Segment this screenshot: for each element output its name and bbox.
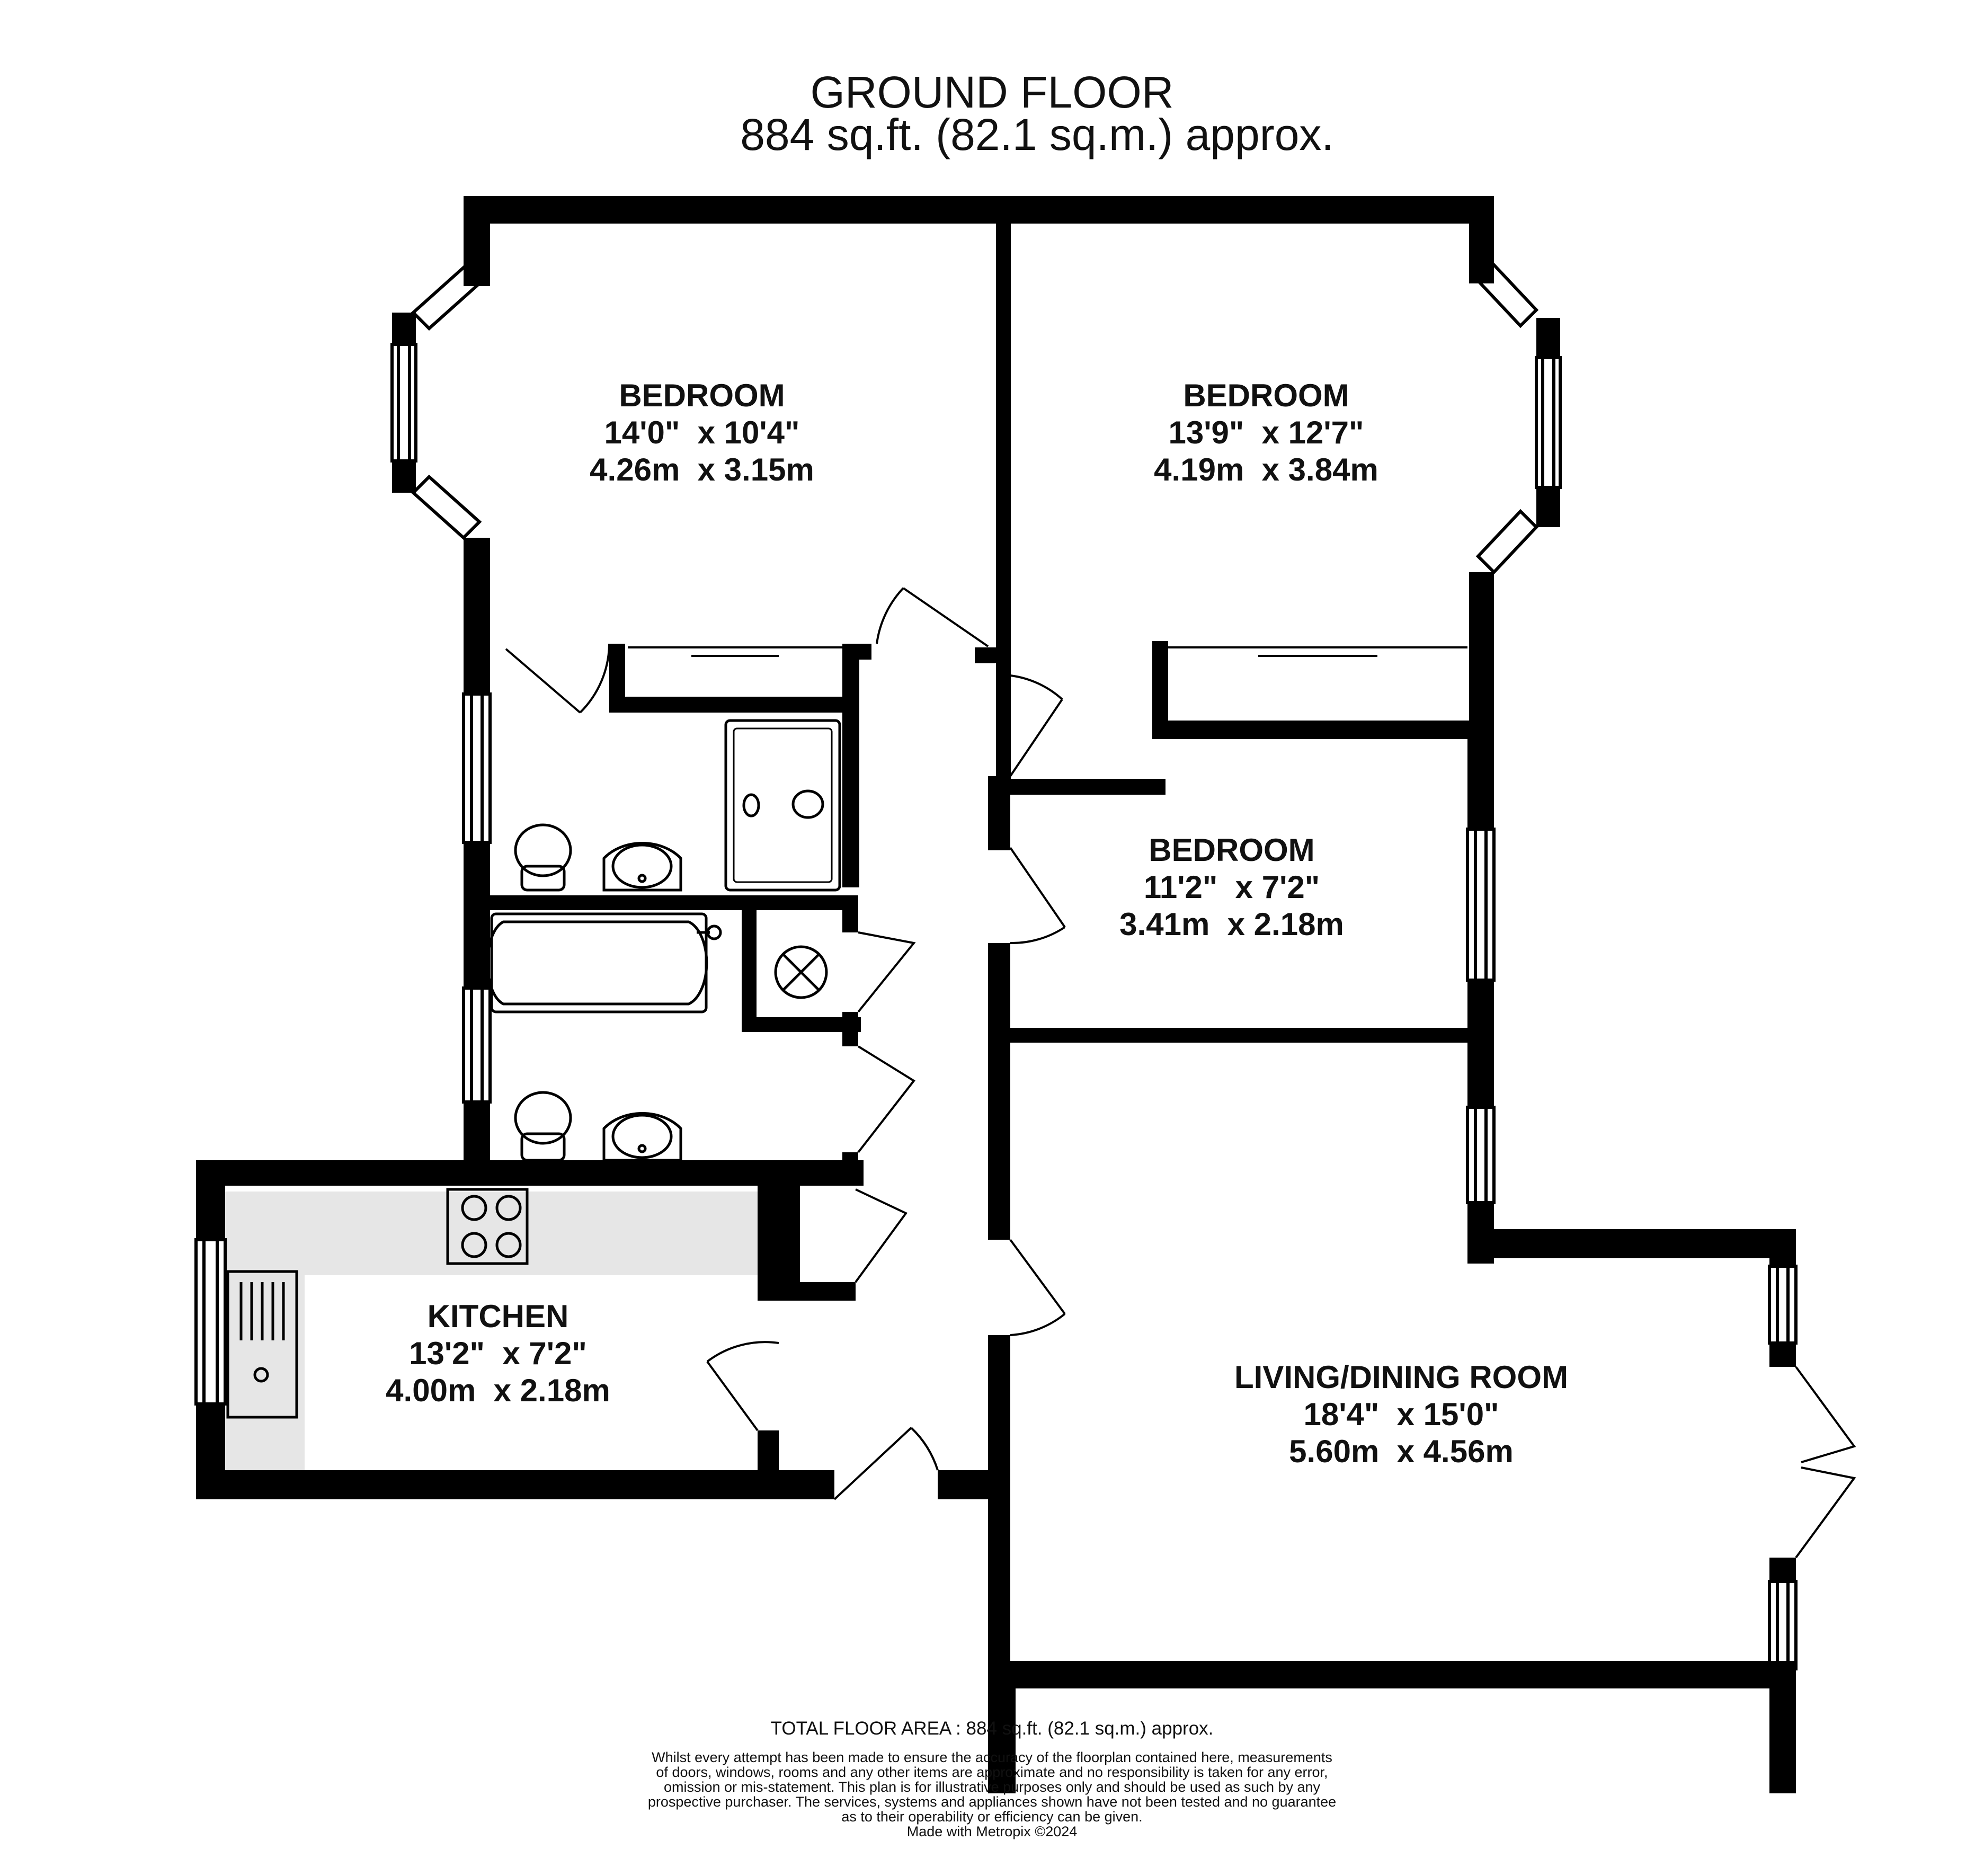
disclaimer-line: Whilst every attempt has been made to en…: [652, 1749, 1332, 1765]
disclaimer-line: prospective purchaser. The services, sys…: [647, 1794, 1337, 1810]
room-dim-imperial: 11'2" x 7'2": [1143, 869, 1320, 905]
window-living-right-lower: [1768, 1580, 1798, 1670]
wardrobe-lines: [628, 646, 1467, 657]
floor-area: 884 sq.ft. (82.1 sq.m.) approx.: [740, 110, 1334, 159]
room-label-bedroom-3: BEDROOM 11'2" x 7'2" 3.41m x 2.18m: [1119, 832, 1344, 943]
room-dim-metric: 4.19m x 3.84m: [1154, 452, 1378, 487]
door-hall-cupboard: [855, 1188, 908, 1283]
room-label-bedroom-2: BEDROOM 13'9" x 12'7" 4.19m x 3.84m: [1154, 377, 1378, 488]
door-kitchen: [706, 1341, 779, 1432]
room-name: KITCHEN: [427, 1299, 569, 1334]
window-kitchen: [194, 1238, 227, 1406]
window-living-right-upper: [1768, 1265, 1798, 1345]
windows: [194, 262, 1798, 1670]
room-dim-metric: 3.41m x 2.18m: [1119, 906, 1344, 942]
disclaimer-line: omission or mis-statement. This plan is …: [663, 1779, 1321, 1795]
credit: Made with Metropix ©2024: [906, 1824, 1078, 1839]
room-label-living-dining: LIVING/DINING ROOM 18'4" x 15'0" 5.60m x…: [1234, 1359, 1568, 1470]
bathtub: [486, 912, 722, 1013]
door-small-bedroom: [1009, 847, 1066, 945]
sink: [226, 1270, 298, 1419]
door-bedroom1: [876, 587, 989, 647]
room-dim-imperial: 18'4" x 15'0": [1303, 1397, 1499, 1432]
room-label-kitchen: KITCHEN 13'2" x 7'2" 4.00m x 2.18m: [386, 1298, 610, 1409]
toilet-ensuite: [514, 823, 572, 892]
walls: [196, 196, 1796, 1793]
window-bath-lower: [462, 986, 492, 1104]
floor-title: GROUND FLOOR: [810, 67, 1174, 117]
kitchen-counters: [225, 1192, 763, 1472]
window-bay-right: [1475, 262, 1562, 575]
window-bath-upper: [462, 692, 492, 844]
shower-tray: [724, 719, 841, 892]
room-label-bedroom-1: BEDROOM 14'0" x 10'4" 4.26m x 3.15m: [590, 377, 814, 488]
disclaimer-line: as to their operability or efficiency ca…: [841, 1809, 1143, 1825]
room-dim-metric: 4.26m x 3.15m: [590, 452, 814, 487]
window-small-bedroom: [1466, 828, 1496, 982]
door-bathroom: [857, 1045, 915, 1153]
room-dim-metric: 5.60m x 4.56m: [1289, 1434, 1514, 1469]
room-dim-metric: 4.00m x 2.18m: [386, 1373, 610, 1408]
window-living-upper: [1466, 1106, 1496, 1204]
doors: [505, 587, 1856, 1559]
window-bay-left: [390, 265, 482, 540]
room-dim-imperial: 13'2" x 7'2": [409, 1336, 587, 1371]
room-dim-imperial: 13'9" x 12'7": [1168, 415, 1364, 450]
room-name: BEDROOM: [1183, 378, 1349, 413]
door-patio: [1795, 1366, 1856, 1559]
room-name: BEDROOM: [1149, 832, 1315, 868]
door-bedroom2: [1009, 674, 1063, 777]
door-front: [833, 1427, 939, 1500]
disclaimer-line: of doors, windows, rooms and any other i…: [656, 1764, 1328, 1780]
hob: [446, 1188, 529, 1265]
fixtures: [226, 719, 841, 1419]
disclaimer: Whilst every attempt has been made to en…: [0, 1750, 1984, 1839]
room-name: BEDROOM: [619, 378, 785, 413]
door-living: [1009, 1239, 1066, 1336]
basin-bathroom: [602, 1112, 682, 1162]
door-bedroom1-ensuite: [505, 643, 610, 714]
room-dim-imperial: 14'0" x 10'4": [604, 415, 800, 450]
basin-ensuite: [602, 841, 682, 892]
door-cupboard: [857, 931, 916, 1013]
room-name: LIVING/DINING ROOM: [1234, 1359, 1568, 1395]
toilet-bathroom: [514, 1091, 572, 1162]
extractor-fan: [774, 945, 828, 999]
total-floor-area: TOTAL FLOOR AREA : 884 sq.ft. (82.1 sq.m…: [770, 1718, 1214, 1739]
